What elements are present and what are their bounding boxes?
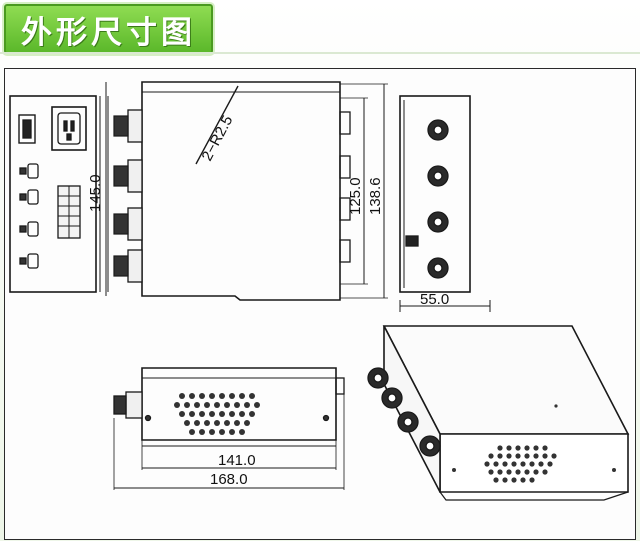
dim-55-label: 55.0 xyxy=(420,291,449,308)
side-bnc-connector xyxy=(113,395,127,415)
rear-led-connectors xyxy=(19,163,39,269)
rear-panel-view xyxy=(9,95,109,293)
terminal-block xyxy=(58,186,80,238)
dim-168-label: 168.0 xyxy=(210,471,248,488)
bnc-connectors-top xyxy=(113,115,129,277)
iso-front-knobs xyxy=(367,367,441,457)
dim-141-label: 141.0 xyxy=(218,452,256,469)
front-knobs xyxy=(427,119,449,279)
dim-145-label: 145.0 xyxy=(87,174,104,212)
top-view: 2−R2.5 145.0 125.0 138.6 xyxy=(87,81,388,301)
radius-label: 2−R2.5 xyxy=(199,113,237,164)
title-badge: 外形尺寸图 xyxy=(4,4,213,54)
vent-holes-iso xyxy=(484,445,557,483)
side-view: 141.0 168.0 xyxy=(113,367,345,490)
side-connectors-top xyxy=(339,111,351,263)
page-title: 外形尺寸图 xyxy=(21,14,196,51)
header-rule xyxy=(0,52,640,54)
front-panel-view: 55.0 xyxy=(399,95,491,312)
isometric-view xyxy=(367,325,630,501)
dim-138-label: 138.6 xyxy=(367,177,384,215)
vent-holes-side xyxy=(174,393,260,435)
dim-125-label: 125.0 xyxy=(347,177,364,215)
